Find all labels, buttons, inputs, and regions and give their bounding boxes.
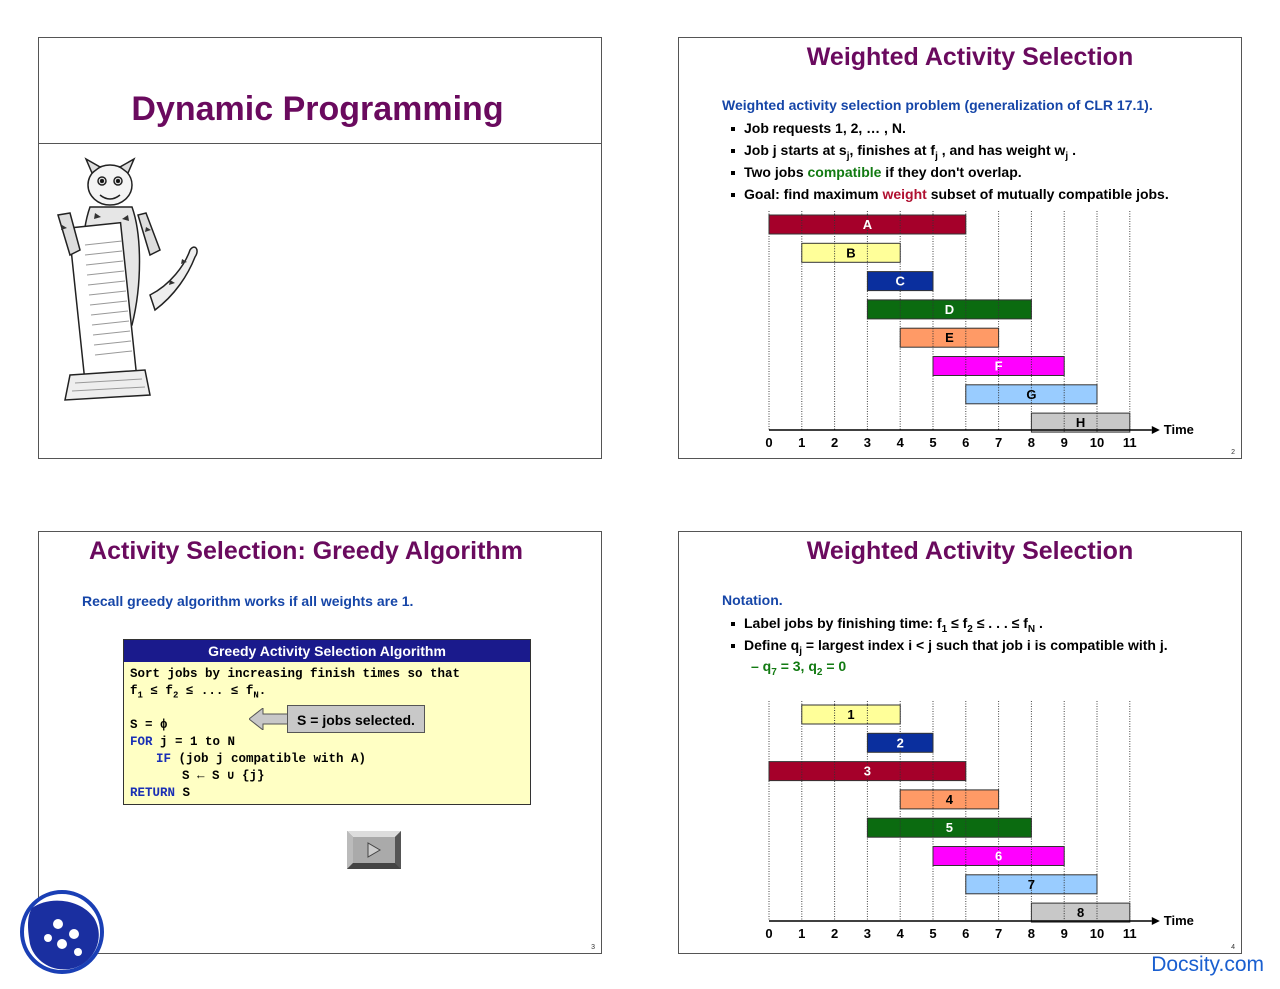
job-bar xyxy=(866,299,1032,320)
play-icon xyxy=(367,842,381,858)
algorithm-title: Greedy Activity Selection Algorithm xyxy=(124,640,530,662)
docsity-logo xyxy=(20,890,104,974)
job-label: A xyxy=(863,217,873,232)
job-label: 7 xyxy=(1028,877,1035,892)
callout-arrow xyxy=(249,708,289,730)
bullet-list: Job requests 1, 2, … , N. Job j starts a… xyxy=(722,119,1169,207)
code-line: S = ϕ xyxy=(130,718,168,732)
job-label: H xyxy=(1076,415,1085,430)
tick-label: 6 xyxy=(962,435,969,450)
page-number: 2 xyxy=(1231,449,1235,456)
bullet-item: Goal: find maximum weight subset of mutu… xyxy=(722,185,1169,207)
callout-label: S = jobs selected. xyxy=(287,705,425,733)
code-line: f1 ≤ f2 ≤ ... ≤ fN. xyxy=(130,684,267,701)
job-bar xyxy=(801,242,901,263)
tick-label: 4 xyxy=(897,435,905,450)
job-label: E xyxy=(945,330,954,345)
algorithm-code: Sort jobs by increasing finish times so … xyxy=(124,662,530,806)
docsity-watermark: Docsity.com xyxy=(1151,953,1264,976)
tick-label: 2 xyxy=(831,926,838,941)
slide-subhead: Recall greedy algorithm works if all wei… xyxy=(82,593,414,609)
tick-label: 0 xyxy=(765,926,772,941)
page-number: 3 xyxy=(591,944,595,951)
job-bar xyxy=(899,327,1000,348)
tick-label: 1 xyxy=(798,926,805,941)
play-button[interactable] xyxy=(347,831,401,869)
slide-weighted-notation: Weighted Activity Selection Notation. La… xyxy=(678,531,1242,954)
tick-label: 1 xyxy=(798,435,805,450)
job-label: G xyxy=(1026,387,1036,402)
slide-title: Dynamic Programming xyxy=(131,90,504,128)
code-line: IF (job j compatible with A) xyxy=(156,752,367,766)
tick-label: 9 xyxy=(1061,926,1068,941)
bullet-item: Two jobs compatible if they don't overla… xyxy=(722,163,1169,185)
slide-greedy-algorithm: Activity Selection: Greedy Algorithm Rec… xyxy=(38,531,602,954)
tick-label: 3 xyxy=(864,435,871,450)
tick-label: 6 xyxy=(962,926,969,941)
job-label: B xyxy=(846,245,855,260)
job-label: D xyxy=(945,302,954,317)
code-line: FOR j = 1 to N xyxy=(130,735,236,749)
code-line: Sort jobs by increasing finish times so … xyxy=(130,667,461,681)
slide-weighted-activity-selection: Weighted Activity Selection Weighted act… xyxy=(678,37,1242,459)
tick-label: 7 xyxy=(995,926,1002,941)
job-bar xyxy=(1030,902,1131,923)
tick-label: 4 xyxy=(897,926,905,941)
tick-label: 0 xyxy=(765,435,772,450)
tick-label: 2 xyxy=(831,435,838,450)
job-label: 1 xyxy=(847,707,854,722)
bullet-item: Job requests 1, 2, … , N. xyxy=(722,119,1169,141)
tick-label: 11 xyxy=(1123,435,1137,450)
job-label: 4 xyxy=(946,792,954,807)
bullet-item: Label jobs by finishing time: f1 ≤ f2 ≤ … xyxy=(722,614,1168,636)
job-label: 2 xyxy=(897,735,904,750)
tick-label: 10 xyxy=(1090,926,1104,941)
gantt-chart: AB C DE F G H 0 1 2 3 4 5 6 7 8 9 10 11 Time xyxy=(765,211,1194,450)
tick-label: 8 xyxy=(1028,435,1035,450)
code-line: S ← S ∪ {j} xyxy=(182,769,265,783)
job-label: F xyxy=(995,359,1003,374)
job-label: 5 xyxy=(946,820,953,835)
code-line: RETURN S xyxy=(130,786,191,800)
job-label: 8 xyxy=(1077,905,1084,920)
tick-label: 5 xyxy=(929,926,936,941)
slide-title: Activity Selection: Greedy Algorithm xyxy=(89,537,523,565)
job-label: 6 xyxy=(995,849,1002,864)
axis-label: Time xyxy=(1164,422,1194,437)
axis-arrow xyxy=(1151,917,1160,925)
axis-label: Time xyxy=(1164,913,1194,928)
job-bar xyxy=(866,817,1032,838)
tiger-illustration xyxy=(57,157,198,401)
job-bar xyxy=(1030,412,1131,433)
job-label: 3 xyxy=(864,764,871,779)
bullet-item: Job j starts at sj, finishes at fj , and… xyxy=(722,141,1169,163)
job-bar xyxy=(801,704,901,725)
divider xyxy=(39,143,601,144)
axis-arrow xyxy=(1151,426,1160,434)
bullet-item: Define qj = largest index i < j such tha… xyxy=(722,636,1168,658)
slide-subhead: Notation. xyxy=(722,592,783,608)
tick-label: 9 xyxy=(1061,435,1068,450)
tick-label: 3 xyxy=(864,926,871,941)
page-number: 4 xyxy=(1231,944,1235,951)
sub-bullet: – q7 = 3, q2 = 0 xyxy=(751,658,847,678)
job-bar xyxy=(768,761,967,782)
job-bar xyxy=(866,732,934,753)
slide-title: Weighted Activity Selection xyxy=(806,43,1134,71)
job-label: C xyxy=(896,274,906,289)
bullet-list: Label jobs by finishing time: f1 ≤ f2 ≤ … xyxy=(722,614,1168,658)
tick-label: 10 xyxy=(1090,435,1104,450)
tick-label: 8 xyxy=(1028,926,1035,941)
tick-label: 11 xyxy=(1123,926,1137,941)
tick-label: 5 xyxy=(929,435,936,450)
tick-label: 7 xyxy=(995,435,1002,450)
slide-title: Weighted Activity Selection xyxy=(806,537,1134,565)
job-bar xyxy=(899,789,1000,810)
slide-subhead: Weighted activity selection problem (gen… xyxy=(722,97,1153,113)
